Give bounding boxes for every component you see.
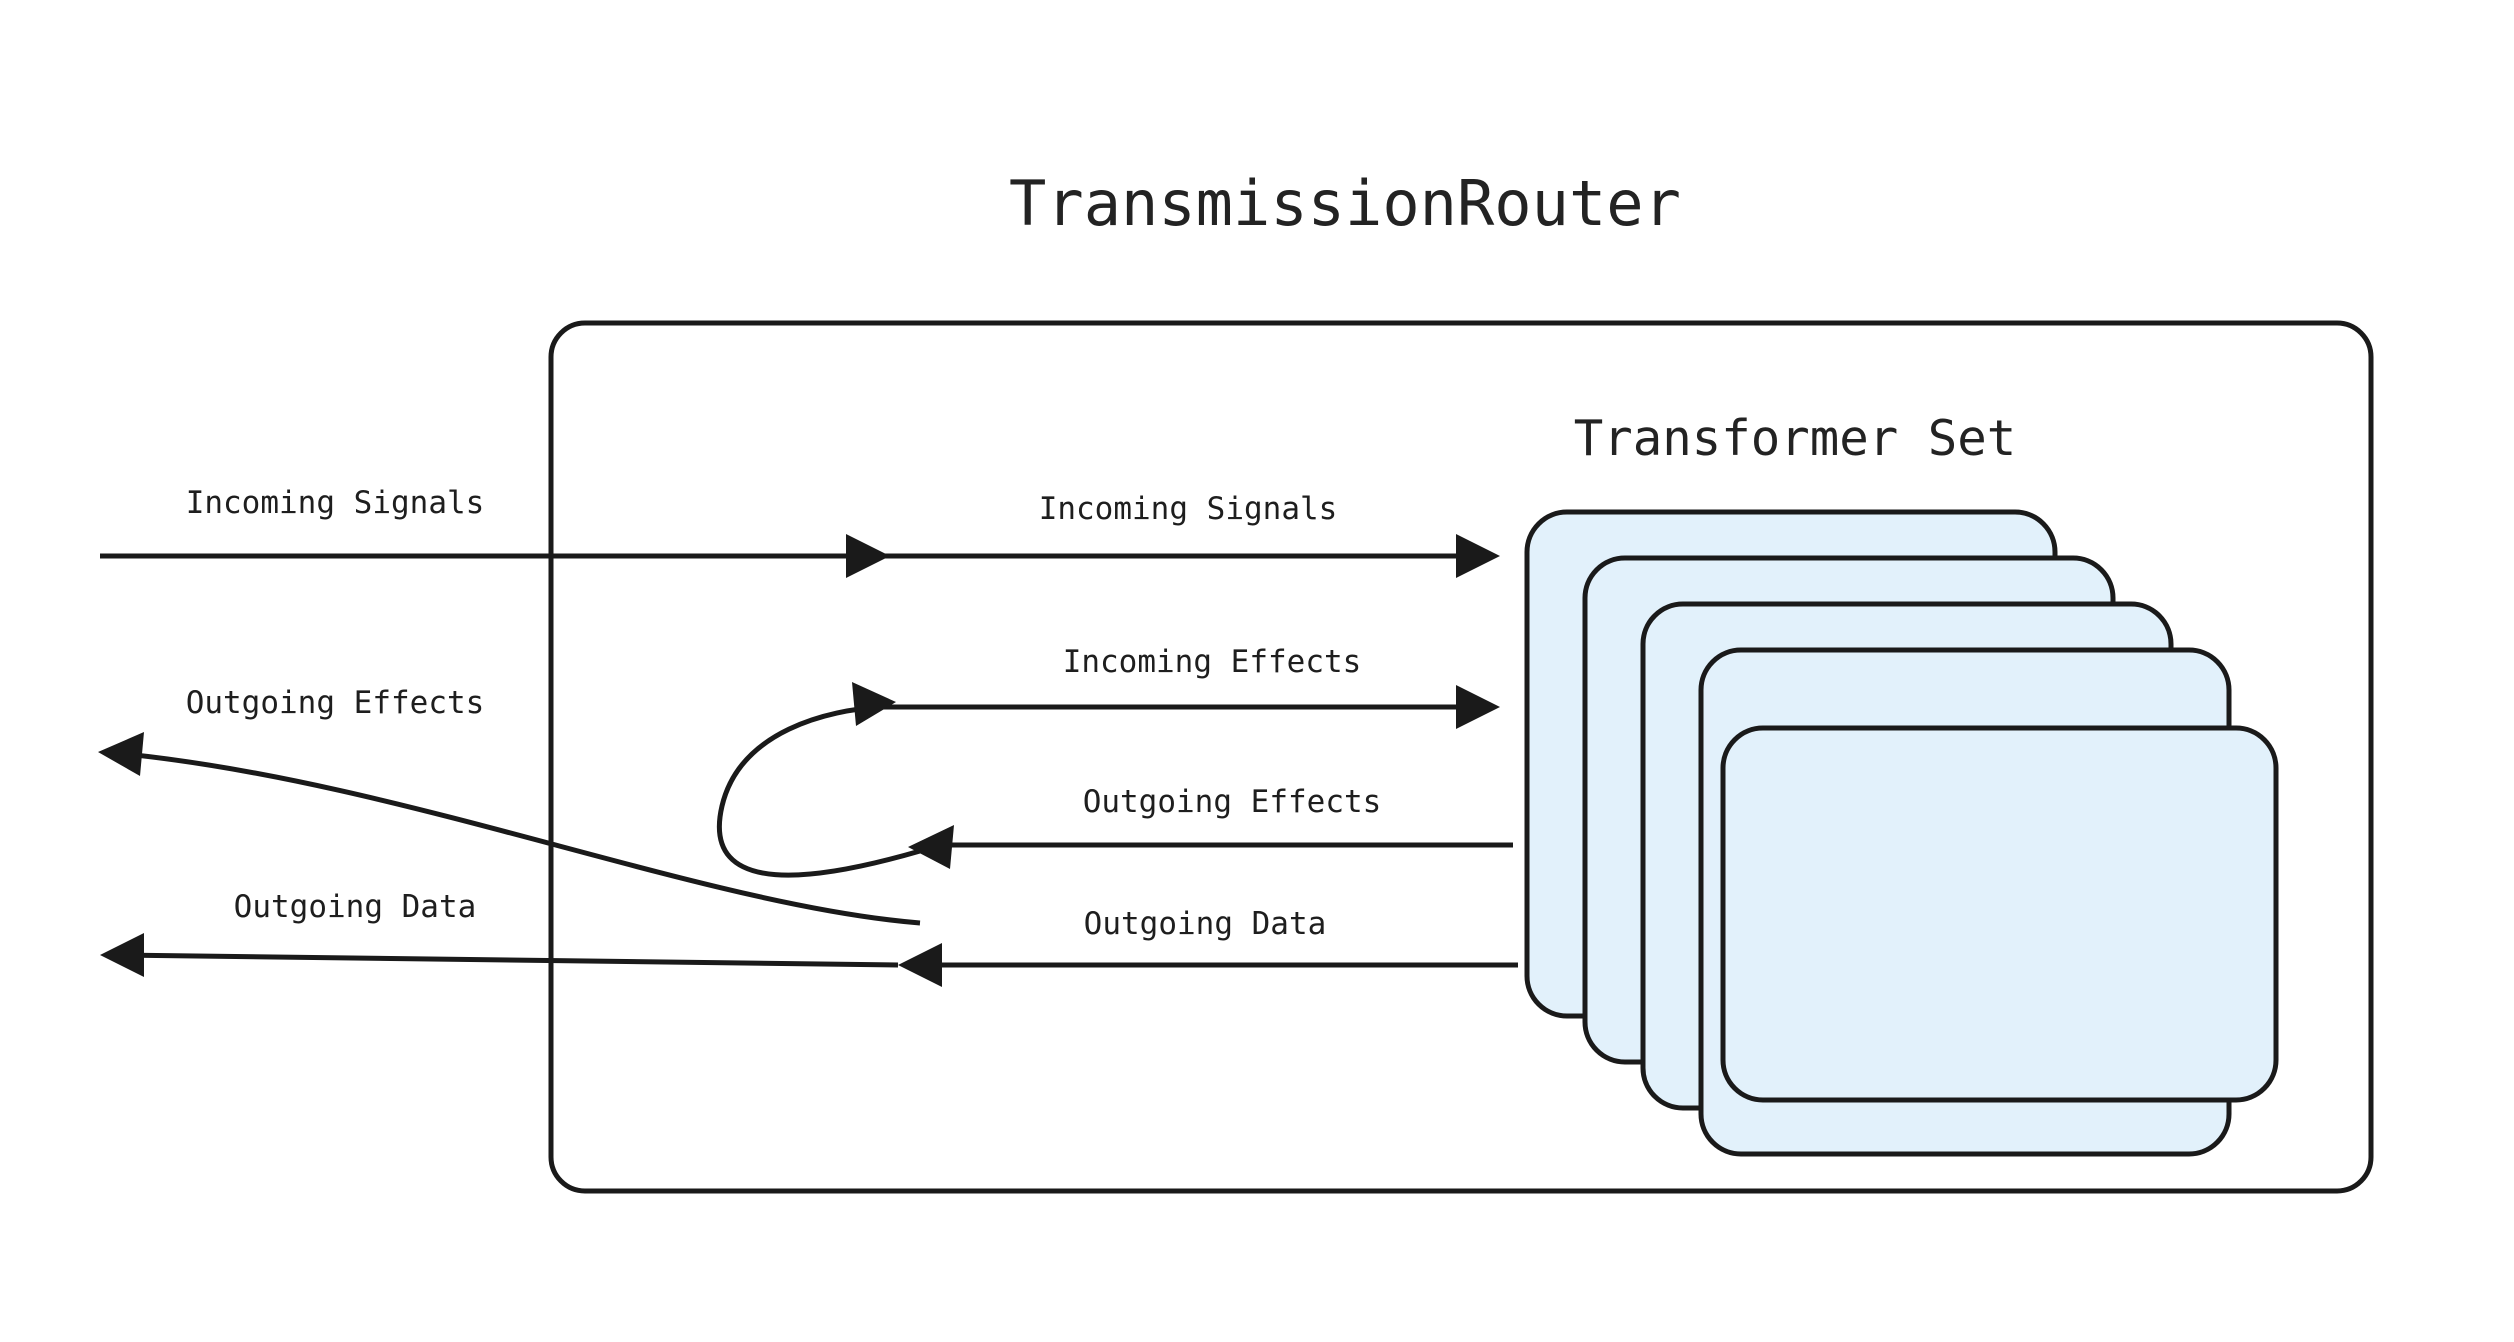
edge-incoming-signals-external: Incoming Signals [100, 485, 890, 578]
edge-label-outgoing-effects-external: Outgoing Effects [186, 685, 485, 721]
edge-incoming-effects-internal: Incoming Effects [717, 644, 1500, 878]
edge-label-incoming-effects-internal: Incoming Effects [1063, 644, 1362, 680]
edge-outgoing-data-external: Outgoing Data [100, 889, 899, 977]
arrowhead-right-incoming-effects-uturn [852, 682, 896, 726]
edge-line-incoming-effects-uturn [717, 704, 921, 878]
arrowhead-right-incoming-signals-internal [1456, 534, 1500, 578]
edge-incoming-signals-internal: Incoming Signals [880, 491, 1500, 578]
edge-label-outgoing-effects-internal: Outgoing Effects [1083, 784, 1382, 820]
edge-label-outgoing-data-external: Outgoing Data [234, 889, 477, 925]
edge-label-incoming-signals-external: Incoming Signals [186, 485, 485, 521]
arrowhead-left-outgoing-effects-external [98, 732, 144, 776]
arrowhead-left-outgoing-effects-internal [908, 825, 954, 869]
edge-line-outgoing-data-external [117, 952, 899, 968]
edge-outgoing-data-internal: Outgoing Data [898, 906, 1518, 987]
router-boundary [548, 320, 2374, 1194]
page-title: TransmissionRouter [1009, 167, 1681, 240]
stack-card-5[interactable] [1720, 725, 2279, 1103]
edge-label-incoming-signals-internal: Incoming Signals [1039, 491, 1338, 527]
edge-outgoing-effects-internal: Outgoing Effects [908, 784, 1513, 869]
transformer-set-label: Transformer Set [1574, 410, 2017, 467]
arrowhead-right-incoming-signals-external [846, 534, 890, 578]
transformer-set-stack[interactable] [1524, 509, 2279, 1157]
edge-label-outgoing-data-internal: Outgoing Data [1084, 906, 1327, 942]
arrowhead-left-outgoing-data-internal [898, 943, 942, 987]
edge-outgoing-effects-external: Outgoing Effects [98, 685, 921, 926]
arrowhead-right-incoming-effects-internal [1456, 685, 1500, 729]
edge-line-outgoing-effects-external [115, 750, 921, 926]
arrowhead-left-outgoing-data-external [100, 933, 144, 977]
